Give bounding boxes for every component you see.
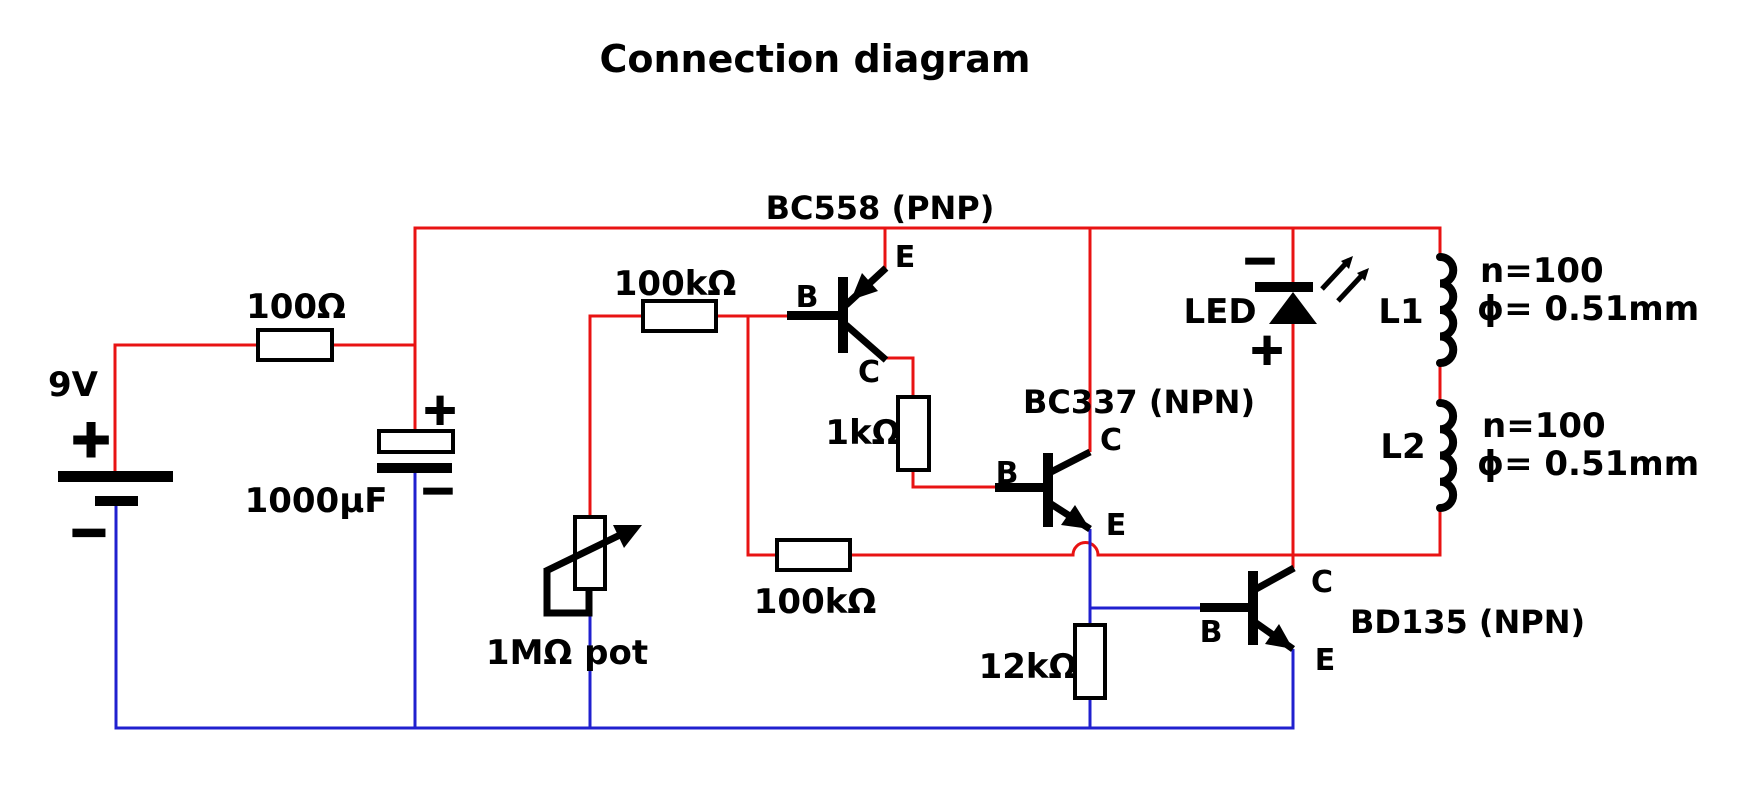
wire-q1-collector-to-r1k	[884, 356, 915, 397]
wire-q1-base-down-to-r100k2	[746, 316, 777, 557]
led-label: LED	[1183, 292, 1256, 332]
transistor-q2-bc337	[995, 448, 1092, 532]
q3-emitter-arrowhead	[1265, 624, 1293, 649]
wire-ground-rail	[114, 505, 1295, 730]
battery-plus-sign: +	[69, 409, 113, 469]
transistor-q3-label: BD135 (NPN)	[1350, 603, 1585, 641]
resistor-100k-feedback-body	[775, 538, 852, 572]
inductor-l2-turns-label: n=100	[1482, 406, 1606, 446]
q2-pin-b-label: B	[996, 456, 1019, 491]
q1-pin-c-label: C	[858, 355, 880, 390]
inductor-l2-coil	[1436, 399, 1458, 512]
resistor-100k-base-body	[641, 299, 718, 333]
q2-collector-lead	[1049, 448, 1092, 476]
q3-base-lead	[1200, 603, 1248, 612]
battery-short-plate	[95, 496, 138, 506]
labels: Connection diagram 9V + − 100Ω + 1000µF …	[48, 37, 1699, 687]
led-light-arrow-2-line	[1336, 270, 1367, 303]
q3-collector-lead	[1254, 564, 1296, 593]
resistor-100-label: 100Ω	[246, 287, 346, 327]
led-light-arrow-1-head	[1341, 256, 1353, 269]
blue-wires	[114, 473, 1295, 730]
resistor-1k-body	[896, 395, 931, 472]
components	[58, 253, 1458, 700]
q1-pin-e-label: E	[895, 240, 916, 275]
wire-battery-to-r100	[113, 343, 258, 473]
led-triangle	[1269, 292, 1317, 324]
q2-pin-e-label: E	[1106, 508, 1127, 543]
q2-emitter-arrowhead	[1061, 505, 1090, 529]
battery-long-plate	[58, 471, 173, 482]
led-symbol	[1255, 256, 1369, 324]
wire-top-rail	[413, 226, 1442, 345]
inductor-l1-label: L1	[1378, 292, 1423, 332]
q3-pin-e-label: E	[1315, 643, 1336, 678]
led-cathode-bar	[1255, 282, 1313, 292]
capacitor-plus-sign: +	[422, 384, 459, 435]
wire-r100k-to-pot	[588, 314, 643, 517]
led-light-arrow-2-head	[1357, 268, 1369, 281]
transistor-q1-bc558	[787, 265, 889, 363]
transistor-q3-bd135	[1200, 564, 1296, 652]
wire-r1k-to-q2-base	[911, 470, 995, 489]
inductor-l1-turns-label: n=100	[1480, 251, 1604, 291]
resistor-100k-feedback-label: 100kΩ	[754, 582, 877, 622]
q2-pin-c-label: C	[1100, 423, 1122, 458]
red-wires	[113, 226, 1442, 568]
inductor-l2-diameter-label: ϕ= 0.51mm	[1477, 444, 1699, 484]
q3-pin-c-label: C	[1311, 565, 1333, 600]
battery-label: 9V	[48, 365, 99, 405]
q3-bar	[1248, 571, 1258, 645]
led-plus-sign: +	[1249, 324, 1286, 375]
resistor-12k-label: 12kΩ	[979, 647, 1078, 687]
transistor-q1-label: BC558 (PNP)	[766, 189, 995, 227]
q1-emitter-arrowhead	[851, 273, 878, 300]
q2-bar	[1043, 453, 1053, 527]
inductor-l2-label: L2	[1380, 427, 1425, 467]
q1-pin-b-label: B	[796, 280, 819, 315]
q1-collector-lead	[843, 322, 889, 363]
resistor-100-body	[256, 328, 334, 362]
q1-bar	[838, 277, 848, 353]
q1-base-lead	[787, 311, 838, 320]
inductor-l1-diameter-label: ϕ= 0.51mm	[1477, 289, 1699, 329]
capacitor-negative-plate	[377, 463, 452, 473]
diagram-title: Connection diagram	[599, 37, 1030, 81]
capacitor-label: 1000µF	[245, 481, 388, 521]
q2-base-lead	[995, 483, 1043, 492]
wire-l2-bottom-run	[850, 508, 1442, 557]
q3-pin-b-label: B	[1200, 615, 1223, 650]
resistor-1k-label: 1kΩ	[825, 413, 900, 453]
battery-minus-sign: −	[69, 504, 109, 560]
capacitor-minus-sign: −	[420, 465, 457, 516]
resistor-12k-body	[1073, 623, 1107, 700]
led-light-arrow-1-line	[1320, 258, 1351, 291]
transistor-q2-label: BC337 (NPN)	[1023, 383, 1255, 421]
potentiometer-wiper-arrow-line	[544, 530, 624, 575]
potentiometer-label: 1MΩ pot	[486, 633, 648, 673]
led-minus-sign: −	[1242, 235, 1279, 286]
potentiometer-wiper-arrowhead	[613, 525, 642, 548]
resistor-100k-base-label: 100kΩ	[614, 264, 737, 304]
inductor-l1-coil	[1436, 253, 1458, 367]
potentiometer-wiper-loop	[543, 568, 593, 617]
capacitor-positive-plate	[377, 429, 455, 454]
